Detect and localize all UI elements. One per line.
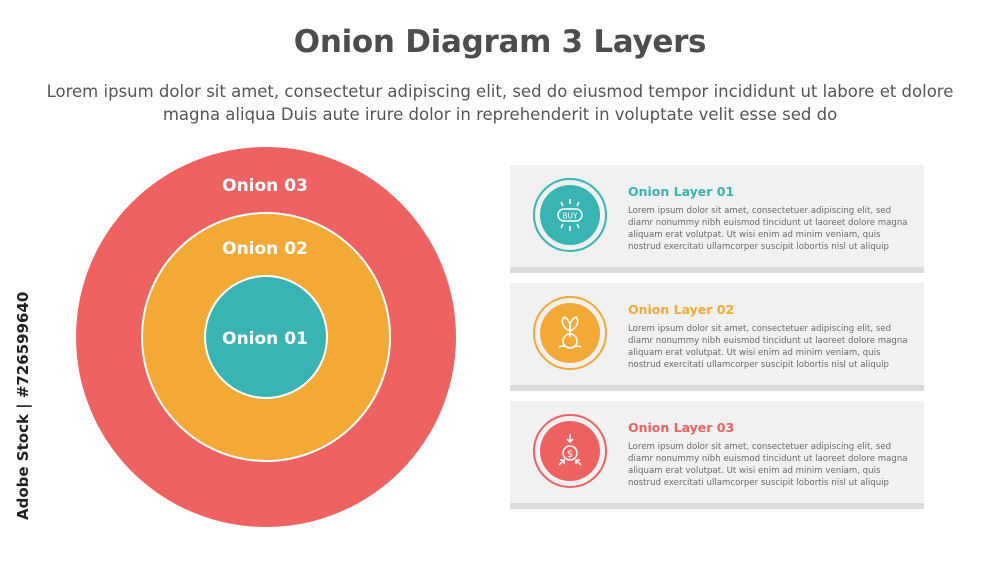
page-subtitle: Lorem ipsum dolor sit amet, consectetur … xyxy=(46,82,954,124)
plant-hand-icon xyxy=(558,316,582,349)
onion-diagram: Onion 03 Onion 02 Onion 01 xyxy=(76,147,456,527)
layer-card-3: $ Onion Layer 03 Lorem ipsum dolor sit a… xyxy=(510,401,924,509)
layer-text-3: Lorem ipsum dolor sit amet, consectetuer… xyxy=(628,442,908,488)
buy-tag-text: BUY xyxy=(562,212,578,221)
layer-title-3: Onion Layer 03 xyxy=(628,420,735,435)
page-title: Onion Diagram 3 Layers xyxy=(293,24,707,60)
ring-label-inner: Onion 01 xyxy=(222,329,308,349)
stock-watermark: Adobe Stock | #726599640 xyxy=(14,291,32,520)
ring-label-outer: Onion 03 xyxy=(222,176,308,196)
layer-card-2: Onion Layer 02 Lorem ipsum dolor sit ame… xyxy=(510,283,924,391)
layer-text-1: Lorem ipsum dolor sit amet, consectetuer… xyxy=(628,206,908,252)
layer-icon-1: BUY xyxy=(532,177,608,253)
layer-title-2: Onion Layer 02 xyxy=(628,302,735,317)
layer-icon-3: $ xyxy=(532,413,608,489)
dollar-converge-icon xyxy=(558,434,582,466)
layer-text-2: Lorem ipsum dolor sit amet, consectetuer… xyxy=(628,324,908,370)
ring-label-middle: Onion 02 xyxy=(222,239,308,259)
dollar-sign: $ xyxy=(567,449,573,460)
buy-tag-icon xyxy=(557,199,583,231)
layer-card-1: BUY Onion Layer 01 Lorem ipsum dolor sit… xyxy=(510,165,924,273)
ring-inner xyxy=(204,275,328,399)
layer-title-1: Onion Layer 01 xyxy=(628,184,735,199)
layer-icon-2 xyxy=(532,295,608,371)
